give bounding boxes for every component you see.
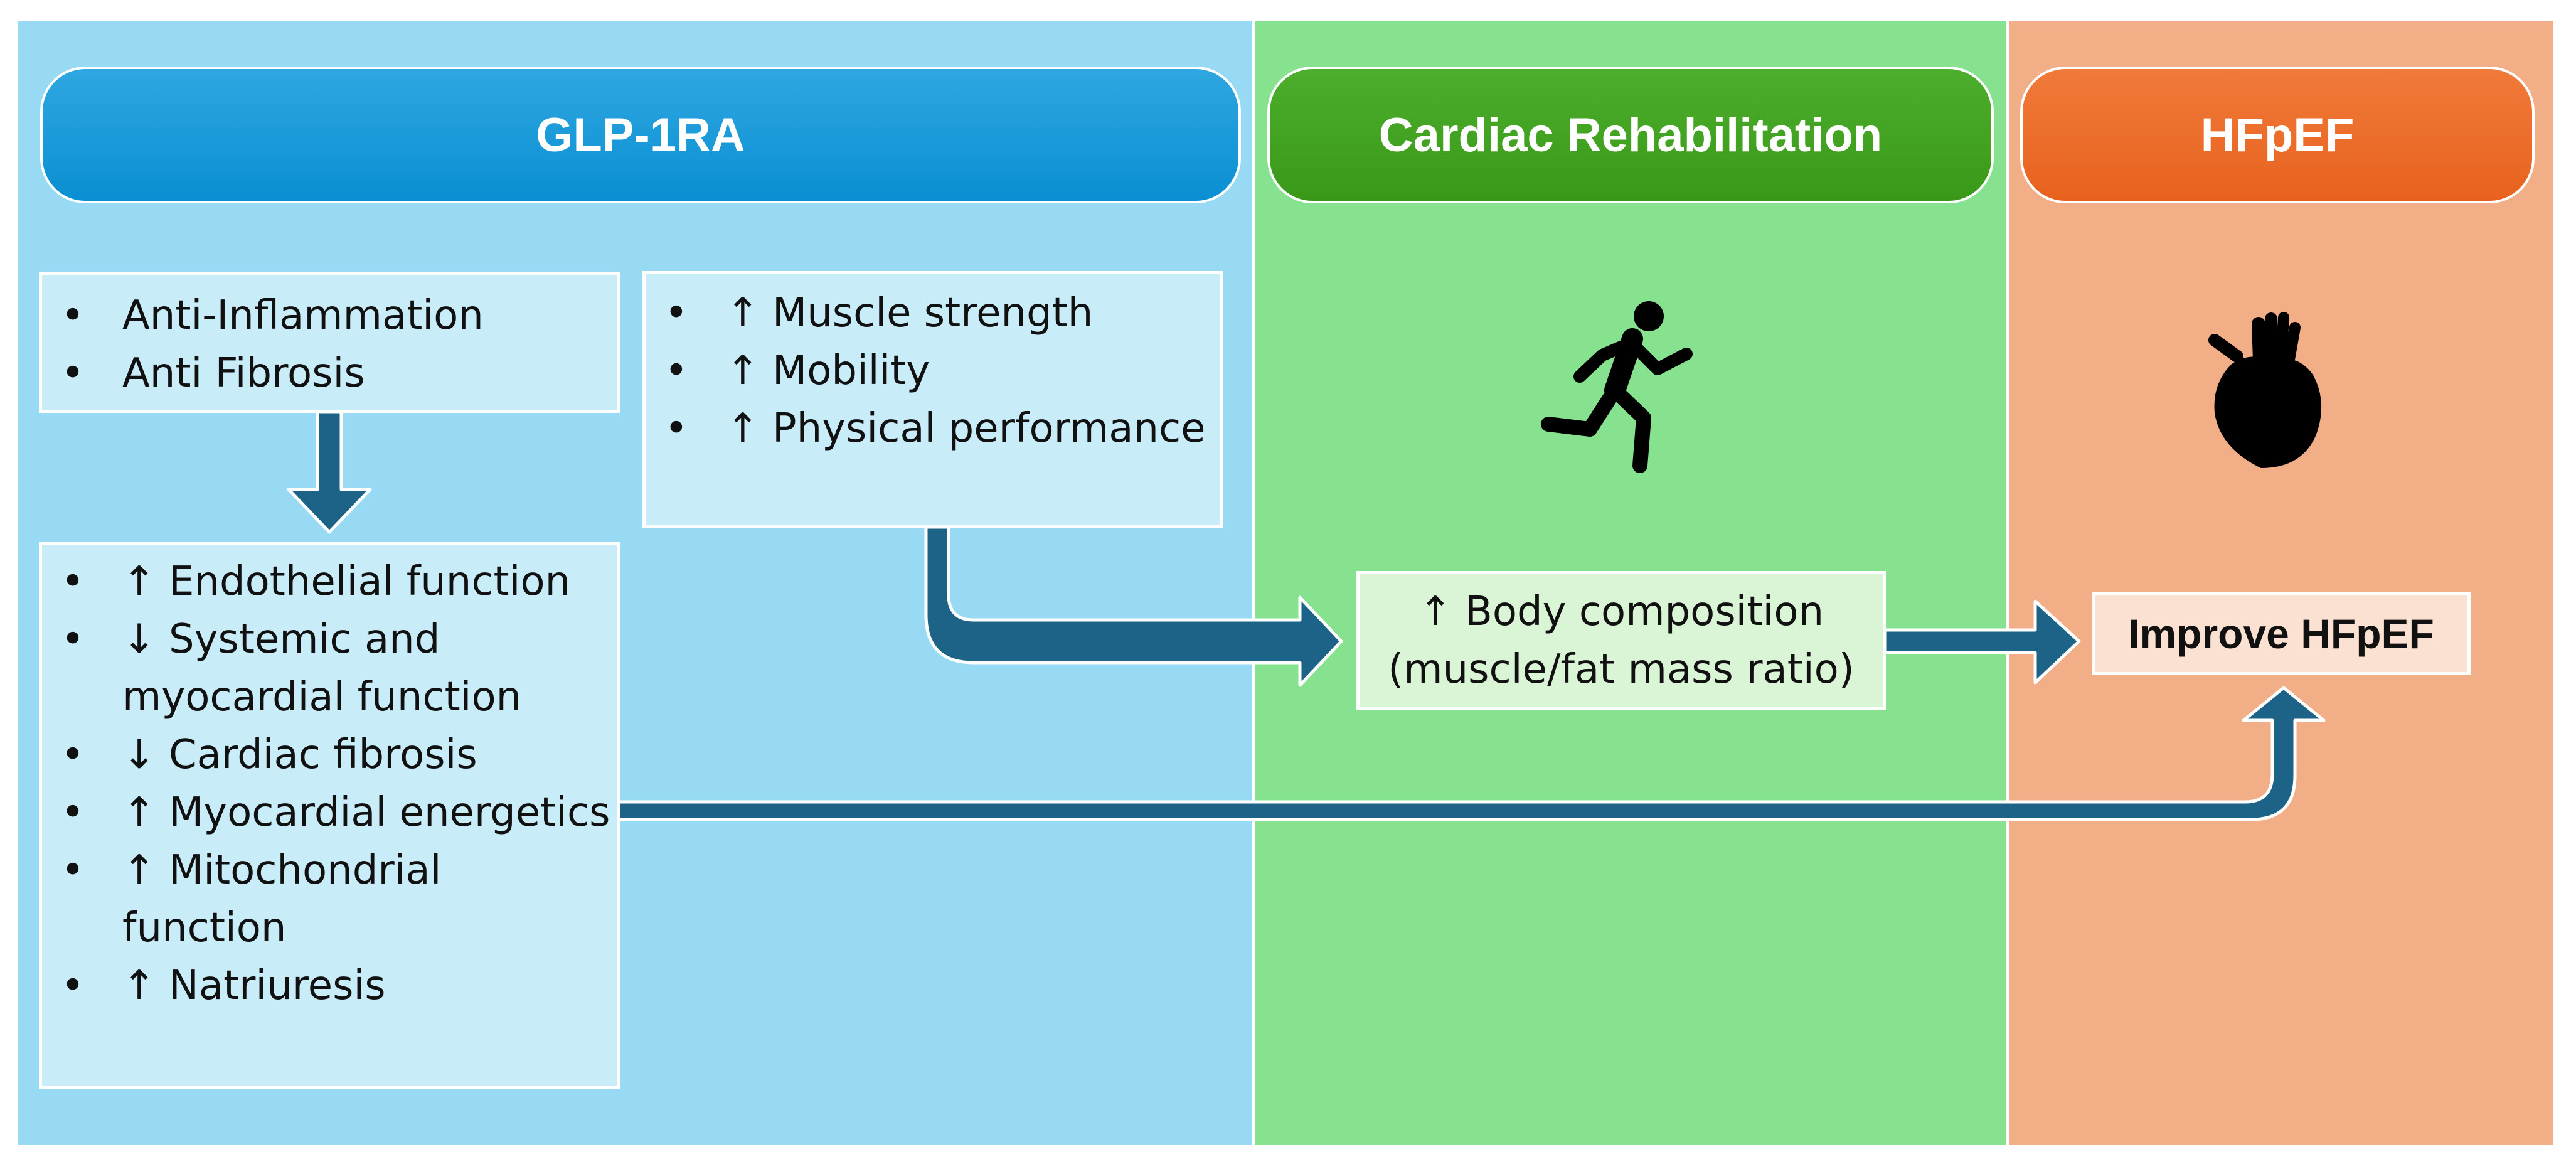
anti-inflammation-box: Anti-Inflammation Anti Fibrosis	[39, 272, 620, 413]
running-person-icon	[1541, 301, 1693, 473]
muscle-strength-box: ↑ Muscle strength ↑ Mobility ↑ Physical …	[642, 271, 1223, 528]
list-item: ↑ Natriuresis	[42, 957, 617, 1015]
cardiac-rehabilitation-header: Cardiac Rehabilitation	[1267, 67, 1994, 203]
effects-to-improve-arrow	[617, 686, 2326, 821]
down-arrow	[287, 410, 372, 534]
list-item: ↓ Cardiac fibrosis	[42, 726, 617, 784]
list-item: Anti-Inflammation	[42, 287, 617, 344]
body-composition-box: ↑ Body composition (muscle/fat mass rati…	[1356, 571, 1886, 710]
list-item: ↑ Endothelial function	[42, 553, 617, 611]
list-item: Anti Fibrosis	[42, 344, 617, 402]
list-item: ↓ Systemic and myocardial function	[42, 611, 617, 726]
body-composition-line2: (muscle/fat mass ratio)	[1388, 646, 1855, 693]
panel-divider	[1252, 21, 1255, 1145]
heart-icon	[2208, 312, 2321, 469]
hfpef-header: HFpEF	[2020, 67, 2535, 203]
improve-hfpef-box: Improve HFpEF	[2092, 592, 2471, 675]
body-to-improve-arrow	[1883, 599, 2081, 685]
list-item: ↑ Mobility	[646, 342, 1220, 400]
glp1ra-header: GLP-1RA	[40, 67, 1241, 203]
muscle-to-body-arrow	[924, 525, 1343, 687]
cardiac-effects-box: ↑ Endothelial function ↓ Systemic and my…	[39, 542, 620, 1089]
list-item: ↑ Muscle strength	[646, 284, 1220, 342]
hfpef-panel	[2009, 21, 2553, 1145]
body-composition-line1: ↑ Body composition	[1418, 589, 1824, 635]
panel-divider	[2006, 21, 2009, 1145]
list-item: ↑ Physical performance	[646, 400, 1220, 457]
list-item: ↑ Myocardial energetics	[42, 784, 617, 841]
list-item: ↑ Mitochondrial function	[42, 841, 617, 957]
